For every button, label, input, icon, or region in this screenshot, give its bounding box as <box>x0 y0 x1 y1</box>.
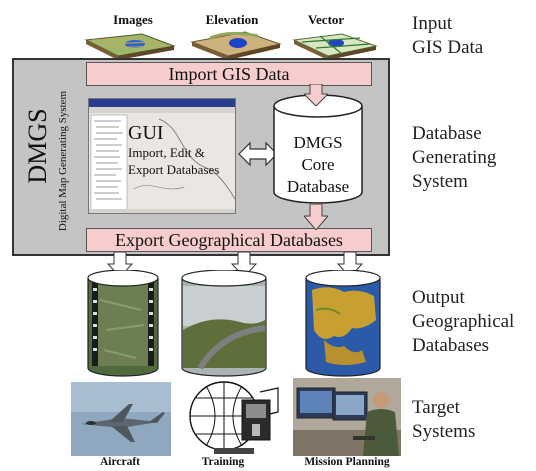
gui-text-block: GUI Import, Edit & Export Databases <box>128 122 238 178</box>
dmgs-full-name: Digital Map Generating System <box>57 90 69 232</box>
export-geographical-databases-bar: Export Geographical Databases <box>86 228 372 252</box>
label-output-geographical-databases: Output Geographical Databases <box>412 287 515 356</box>
output-db-aircraft-imagery <box>87 270 159 377</box>
gui-screenshot <box>88 98 236 214</box>
dmgs-acronym: DMGS <box>23 108 52 184</box>
import-to-db-arrow <box>304 84 328 106</box>
gui-line-2: Export Databases <box>128 162 220 177</box>
tile-label-images: Images <box>113 12 153 27</box>
mission-planning-photo <box>293 378 401 456</box>
input-tiles-graphic <box>84 31 378 60</box>
tile-label-elevation: Elevation <box>205 12 259 27</box>
images-tile <box>84 33 176 60</box>
aircraft-photo <box>71 382 171 456</box>
import-gis-data-bar: Import GIS Data <box>86 62 372 86</box>
elevation-tile <box>190 31 282 60</box>
target-label-aircraft: Aircraft <box>99 456 140 468</box>
vector-tile <box>292 33 378 60</box>
label-target-systems: Target Systems <box>412 397 476 442</box>
core-db-label: DMGS Core Database <box>286 133 350 196</box>
dmgs-core-database-cylinder <box>273 94 363 204</box>
target-label-training: Training <box>201 456 245 468</box>
tile-label-vector: Vector <box>307 12 345 27</box>
output-db-mission-planning-map <box>305 270 381 377</box>
gui-window-graphic <box>89 99 235 213</box>
label-input-gis-data: Input GIS Data <box>412 13 484 58</box>
label-database-generating-system: Database Generating System <box>412 123 497 192</box>
gui-title: GUI <box>128 122 164 144</box>
target-label-mission-planning: Mission Planning <box>304 456 390 468</box>
output-db-training-terrain <box>181 270 267 377</box>
db-to-export-arrow <box>304 204 328 230</box>
training-simulator-drawing <box>189 381 279 454</box>
gui-line-1: Import, Edit & <box>128 145 205 160</box>
